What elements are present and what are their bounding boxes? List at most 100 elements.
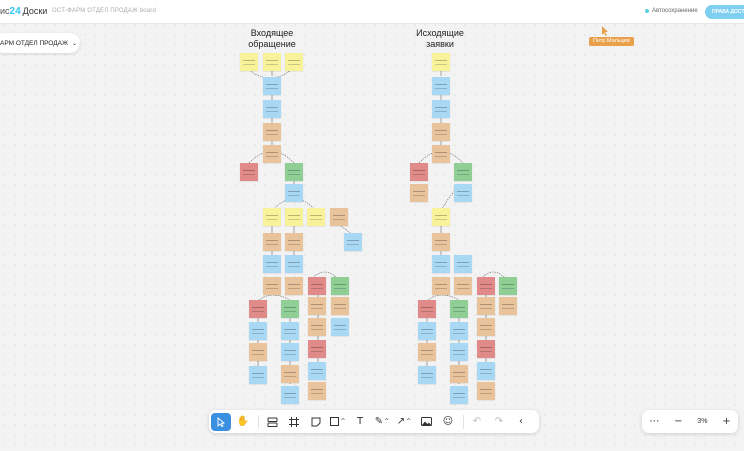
sticky-note[interactable] — [263, 123, 281, 141]
sticky-note[interactable] — [281, 322, 299, 340]
sticky-note[interactable] — [285, 53, 303, 71]
sticky-note[interactable] — [454, 277, 472, 295]
image-icon[interactable] — [416, 413, 436, 431]
sticky-note[interactable] — [454, 184, 472, 202]
sticky-note[interactable] — [281, 343, 299, 361]
sticky-note[interactable] — [240, 53, 258, 71]
autosave-dot-icon — [645, 9, 649, 13]
sticky-note[interactable] — [263, 145, 281, 163]
sticky-note[interactable] — [281, 365, 299, 383]
sticky-note[interactable] — [432, 208, 450, 226]
sticky-note[interactable] — [450, 322, 468, 340]
sticky-note[interactable] — [477, 340, 495, 358]
sticky-note[interactable] — [499, 297, 517, 315]
sticky-note[interactable] — [281, 386, 299, 404]
sticky-note[interactable] — [477, 297, 495, 315]
sticky-note[interactable] — [477, 277, 495, 295]
sticky-note[interactable] — [285, 255, 303, 273]
access-rights-button[interactable]: ПРАВА ДОСТ — [705, 5, 744, 19]
sticky-note[interactable] — [263, 255, 281, 273]
sticky-note[interactable] — [450, 386, 468, 404]
undo-icon[interactable]: ↶ — [472, 416, 482, 427]
sticky-note[interactable] — [477, 382, 495, 400]
sticky-note[interactable] — [263, 208, 281, 226]
sticky-note[interactable] — [249, 366, 267, 384]
column-title-incoming[interactable]: Входящее обращение — [236, 28, 308, 50]
sticky-note[interactable] — [307, 208, 325, 226]
sticky-note[interactable] — [432, 255, 450, 273]
sticky-note[interactable] — [432, 53, 450, 71]
sticky-note[interactable] — [263, 53, 281, 71]
sticky-note[interactable] — [418, 343, 436, 361]
sticky-note[interactable] — [249, 343, 267, 361]
sticky-note[interactable] — [285, 233, 303, 251]
sticky-note[interactable] — [285, 208, 303, 226]
sticky-note[interactable] — [454, 163, 472, 181]
shape-icon[interactable]: ^ — [328, 413, 348, 431]
sticky-note[interactable] — [432, 123, 450, 141]
pen-icon[interactable]: ✎^ — [374, 416, 390, 427]
sticky-note[interactable] — [331, 297, 349, 315]
emoji-icon[interactable]: ☺ — [442, 416, 454, 427]
sticky-note[interactable] — [308, 277, 326, 295]
sticky-note-icon[interactable] — [306, 413, 326, 431]
sticky-note[interactable] — [308, 318, 326, 336]
column-title-outgoing[interactable]: Исходящие заявки — [404, 28, 476, 50]
board-title[interactable]: ОСТ-ФАРМ ОТДЕЛ ПРОДАЖ board — [52, 8, 157, 14]
collapse-icon[interactable]: ‹ — [519, 416, 523, 427]
frame-icon[interactable] — [284, 413, 304, 431]
sticky-note[interactable] — [432, 100, 450, 118]
template-icon[interactable] — [262, 413, 282, 431]
select-icon[interactable] — [211, 412, 231, 431]
sticky-note[interactable] — [285, 163, 303, 181]
collaborator-cursor-icon — [602, 26, 608, 36]
autosave-label: Автосохранение — [652, 8, 698, 14]
sticky-note[interactable] — [418, 300, 436, 318]
sticky-note[interactable] — [330, 208, 348, 226]
sticky-note[interactable] — [450, 365, 468, 383]
zoom-in-icon[interactable]: + — [722, 416, 731, 427]
sticky-note[interactable] — [450, 300, 468, 318]
sticky-note[interactable] — [263, 100, 281, 118]
sticky-note[interactable] — [410, 184, 428, 202]
sticky-note[interactable] — [308, 382, 326, 400]
sticky-note[interactable] — [331, 318, 349, 336]
sticky-note[interactable] — [418, 322, 436, 340]
sticky-note[interactable] — [281, 300, 299, 318]
sticky-note[interactable] — [263, 233, 281, 251]
sticky-note[interactable] — [240, 163, 258, 181]
sticky-note[interactable] — [285, 277, 303, 295]
sticky-note[interactable] — [308, 297, 326, 315]
sticky-note[interactable] — [418, 366, 436, 384]
sticky-note[interactable] — [432, 277, 450, 295]
sticky-note[interactable] — [410, 163, 428, 181]
sticky-note[interactable] — [477, 318, 495, 336]
sticky-note[interactable] — [477, 362, 495, 380]
department-selector[interactable]: АРМ ОТДЕЛ ПРОДАЖ ⌄ — [0, 33, 80, 53]
text-icon[interactable]: T — [356, 416, 364, 427]
sticky-note[interactable] — [308, 362, 326, 380]
sticky-note[interactable] — [285, 184, 303, 202]
drawing-toolbar: ✋ ^ T ✎^ ↗^ ☺ ↶ ↷ ‹ — [209, 410, 539, 433]
sticky-note[interactable] — [454, 255, 472, 273]
sticky-note[interactable] — [308, 340, 326, 358]
sticky-note[interactable] — [331, 277, 349, 295]
sticky-note[interactable] — [432, 233, 450, 251]
sticky-note[interactable] — [499, 277, 517, 295]
sticky-note[interactable] — [432, 145, 450, 163]
hand-icon[interactable]: ✋ — [236, 416, 250, 427]
more-options-icon[interactable]: ⋯ — [649, 416, 660, 427]
zoom-level[interactable]: 3% — [697, 418, 708, 425]
zoom-out-icon[interactable]: − — [674, 416, 683, 427]
sticky-note[interactable] — [450, 343, 468, 361]
sticky-note[interactable] — [344, 233, 362, 251]
connector-icon[interactable]: ↗^ — [396, 416, 412, 427]
sticky-note[interactable] — [432, 77, 450, 95]
sticky-note[interactable] — [249, 300, 267, 318]
sticky-note[interactable] — [263, 77, 281, 95]
redo-icon[interactable]: ↷ — [494, 416, 504, 427]
sticky-note[interactable] — [249, 322, 267, 340]
sticky-note[interactable] — [263, 277, 281, 295]
